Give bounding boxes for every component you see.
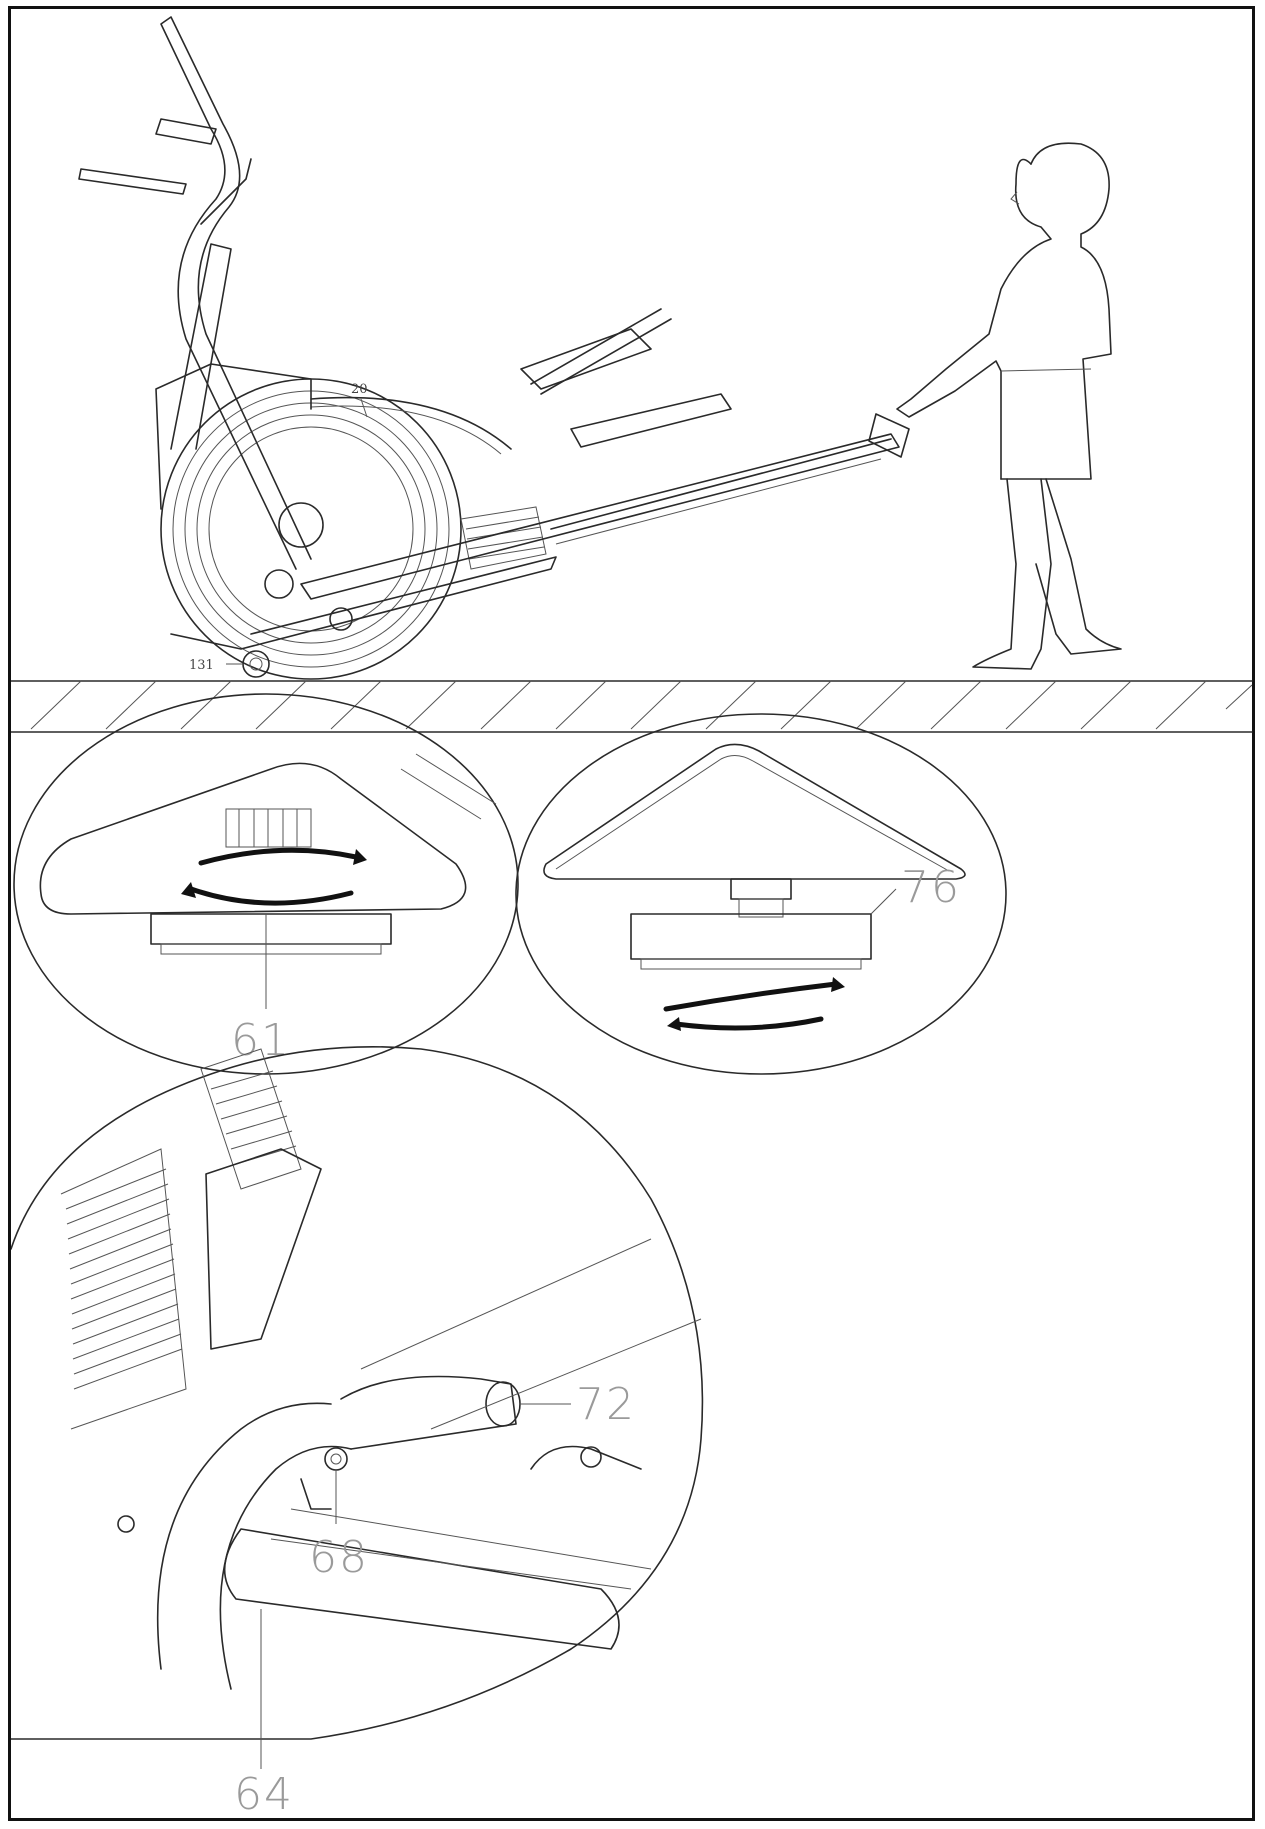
flywheel-housing bbox=[160, 378, 462, 680]
handle-tube bbox=[340, 1375, 517, 1450]
detail-right: 76 bbox=[515, 713, 1007, 1075]
rotate-arrow-bottom bbox=[188, 886, 354, 906]
callout-76-leader bbox=[870, 888, 897, 915]
callout-68: 68 bbox=[309, 1532, 369, 1583]
callout-61: 61 bbox=[231, 1015, 291, 1066]
callout-131: 131 bbox=[189, 658, 214, 673]
console-post bbox=[170, 243, 232, 450]
detail-bottom-circle bbox=[11, 1046, 704, 1740]
handlebar bbox=[160, 16, 312, 570]
screw bbox=[117, 1515, 135, 1533]
transport-handle bbox=[868, 413, 910, 458]
lower-pivot bbox=[264, 569, 294, 599]
callout-76: 76 bbox=[901, 862, 961, 913]
person-front-leg bbox=[972, 478, 1052, 670]
detail-left-circle bbox=[13, 693, 519, 1075]
callout-64: 64 bbox=[234, 1769, 294, 1820]
rail bbox=[300, 433, 900, 600]
knob-body bbox=[630, 913, 872, 960]
diagram-frame: 20 131 61 bbox=[8, 6, 1255, 1821]
pedal-upper bbox=[520, 328, 652, 390]
pedal-lower bbox=[570, 393, 732, 448]
person-back-outline bbox=[1000, 142, 1112, 480]
console bbox=[78, 168, 187, 195]
flywheel-hub bbox=[278, 502, 324, 548]
front-housing bbox=[155, 363, 312, 510]
rotate-arrow-top-r bbox=[663, 981, 839, 1012]
vent-grille bbox=[460, 506, 547, 570]
elliptical-trainer bbox=[78, 16, 910, 680]
curved-arm bbox=[156, 1402, 332, 1670]
knurl-pattern bbox=[225, 808, 312, 848]
person-back-leg bbox=[1035, 478, 1122, 655]
floor-hatching bbox=[30, 680, 1253, 730]
lower-rail bbox=[223, 1528, 620, 1650]
grille-panel bbox=[60, 1148, 187, 1430]
handle-end bbox=[485, 1381, 521, 1427]
base-frame bbox=[170, 556, 557, 650]
pedal-base bbox=[150, 913, 392, 945]
person-front-outline bbox=[896, 158, 1052, 480]
assembly-diagram: 20 131 61 bbox=[11, 16, 1253, 1820]
bolt-68 bbox=[324, 1447, 348, 1471]
pedal-cap-inverted bbox=[543, 743, 966, 880]
callout-20: 20 bbox=[351, 382, 368, 397]
rotate-arrow-top bbox=[198, 847, 359, 866]
person-figure bbox=[896, 142, 1122, 670]
callout-72: 72 bbox=[576, 1379, 636, 1430]
detail-right-circle bbox=[515, 713, 1007, 1075]
bolt-nut bbox=[730, 878, 792, 900]
top-panel: 20 131 bbox=[11, 16, 1253, 733]
rotate-arrow-bottom-r bbox=[673, 1016, 824, 1031]
detail-bottom bbox=[11, 1046, 704, 1769]
pedal-end-cap bbox=[39, 762, 467, 915]
pivot-bracket bbox=[205, 1148, 322, 1350]
column-vents bbox=[200, 1048, 302, 1190]
callout-20-leader bbox=[360, 398, 368, 418]
detail-left: 61 bbox=[13, 693, 519, 1075]
